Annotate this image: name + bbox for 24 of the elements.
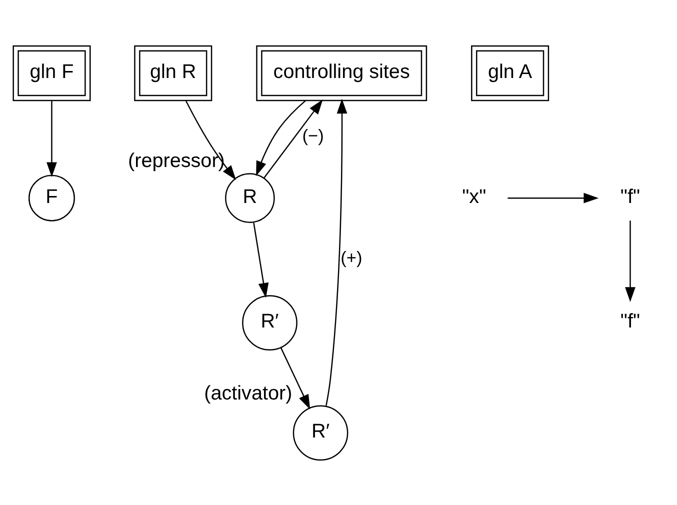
node-circle: R [225,172,275,222]
arrow [326,98,348,406]
node-box: gln F [12,44,91,101]
arrow [625,220,636,302]
node-circle: F [28,174,75,221]
arrow [280,347,310,410]
node-text: "f" [620,185,640,208]
edge-label: (−) [302,125,324,146]
node-box: controlling sites [256,44,428,101]
arrow [46,100,57,177]
node-circle: R′ [292,404,348,460]
node-text: "x" [462,185,486,208]
arrow [264,99,323,178]
node-circle: R′ [242,294,298,350]
arrow [508,192,599,203]
node-label: (activator) [204,382,292,404]
arrow [185,100,236,180]
node-box: gln R [134,44,212,101]
edge-label: (+) [340,247,362,268]
node-box: gln A [471,44,550,101]
node-text: "f" [620,310,640,332]
arrow [253,222,269,298]
node-label: (repressor) [128,150,225,172]
arrow [256,100,306,176]
